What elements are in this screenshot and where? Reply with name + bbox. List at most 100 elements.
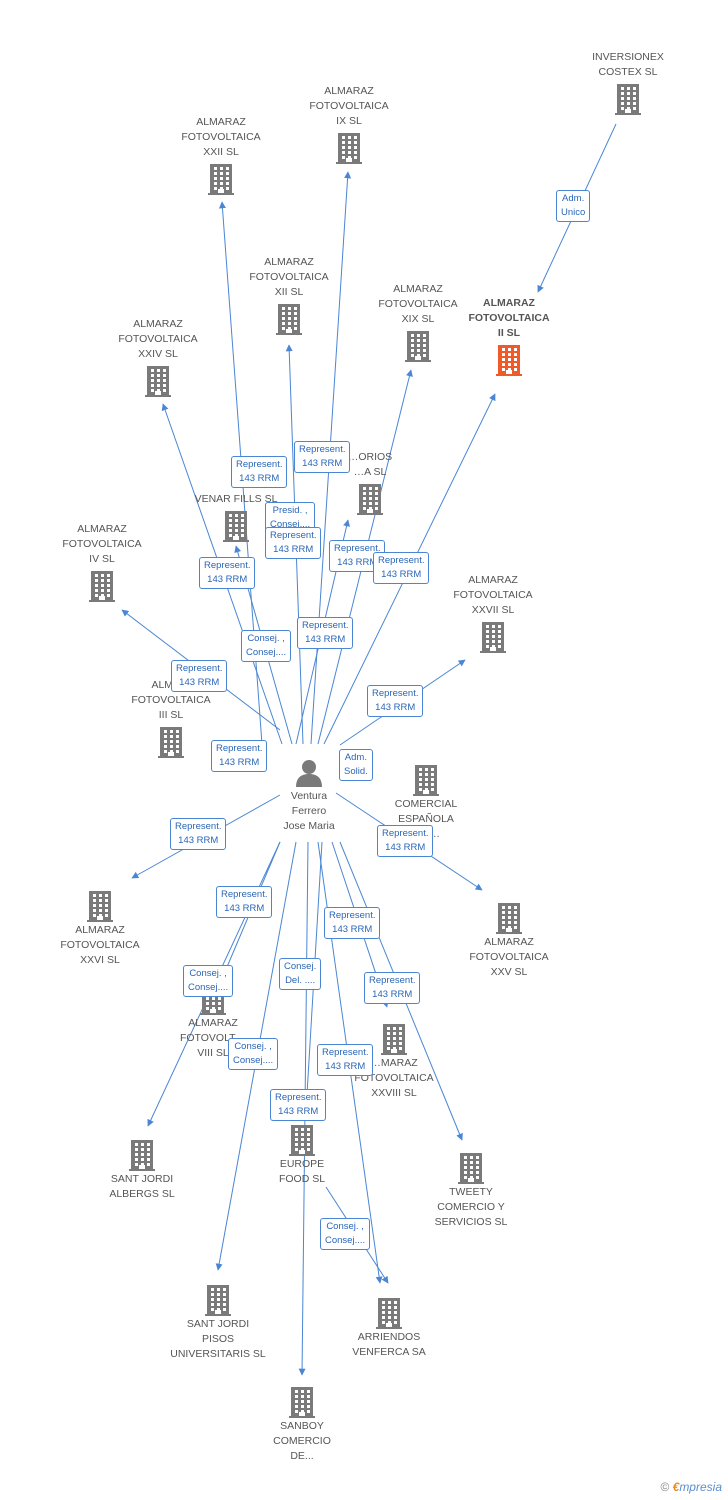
edge-label-l-rep-europe[interactable]: Represent. 143 RRM <box>270 1089 327 1121</box>
company-node-fv-xxv[interactable]: ALMARAZ FOTOVOLTAICA XXV SL <box>449 899 569 980</box>
company-node-territorios[interactable]: …ORIOS …A SL <box>310 450 430 516</box>
building-icon-wrap <box>329 1296 449 1330</box>
edge-label-l-rep-iii[interactable]: Represent. 143 RRM <box>211 740 268 772</box>
edge-label-l-adm-solid[interactable]: Adm. Solid. <box>339 749 373 781</box>
company-label: ALMARAZ FOTOVOLTAICA XXVII SL <box>453 574 533 616</box>
edge-label-l-consej-arriendos[interactable]: Consej. , Consej.... <box>320 1218 371 1250</box>
building-icon <box>376 1298 402 1329</box>
company-node-inversionex[interactable]: INVERSIONEX COSTEX SL <box>568 50 688 116</box>
building-icon-wrap <box>158 1283 278 1317</box>
company-node-fv-xix[interactable]: ALMARAZ FOTOVOLTAICA XIX SL <box>358 282 478 363</box>
edge-label-l-rep-iv[interactable]: Represent. 143 RRM <box>171 660 228 692</box>
building-icon-wrap <box>449 343 569 377</box>
company-label: INVERSIONEX COSTEX SL <box>592 51 664 78</box>
company-node-europe-food[interactable]: EUROPE FOOD SL <box>242 1121 362 1187</box>
building-icon <box>405 331 431 362</box>
person-node[interactable]: Ventura Ferrero Jose Maria <box>264 757 354 834</box>
building-icon-wrap <box>98 364 218 398</box>
building-icon-wrap <box>111 725 231 759</box>
building-icon <box>129 1140 155 1171</box>
company-node-venar[interactable]: VENAR FILLS SL <box>176 492 296 543</box>
company-label: ALMARAZ FOTOVOLTAICA XIX SL <box>378 283 458 325</box>
company-label: ALMARAZ FOTOVOLTAICA XII SL <box>249 256 329 298</box>
company-label: ALMARAZ FOTOVOLTAICA XXV SL <box>469 936 549 978</box>
edge-label-l-consej-albergs[interactable]: Consej. , Consej.... <box>183 965 234 997</box>
building-icon <box>357 484 383 515</box>
company-node-fv-iv[interactable]: ALMARAZ FOTOVOLTAICA IV SL <box>42 522 162 603</box>
company-node-fv-xxvi[interactable]: ALMARAZ FOTOVOLTAICA XXVI SL <box>40 887 160 968</box>
logo-text: mpresia <box>679 1480 722 1494</box>
company-label: SANT JORDI ALBERGS SL <box>109 1173 175 1200</box>
building-icon <box>413 765 439 796</box>
building-icon-wrap <box>449 901 569 935</box>
building-icon <box>205 1285 231 1316</box>
empresia-logo[interactable]: © €mpresia <box>660 1480 722 1494</box>
copyright-symbol: © <box>660 1480 670 1494</box>
company-label: ALMARAZ FOTOVOLTAICA IX SL <box>309 85 389 127</box>
building-icon-wrap <box>229 302 349 336</box>
building-icon-wrap <box>40 889 160 923</box>
building-icon-wrap <box>161 162 281 196</box>
building-icon <box>223 511 249 542</box>
company-node-sanboy[interactable]: SANBOY COMERCIO DE... <box>242 1383 362 1464</box>
building-icon-wrap <box>310 482 430 516</box>
edge-label-l-rep-xxviii-a[interactable]: Represent. 143 RRM <box>324 907 381 939</box>
building-icon <box>289 1125 315 1156</box>
building-icon <box>496 345 522 376</box>
person-name: Ventura Ferrero Jose Maria <box>283 790 335 832</box>
company-label: …MARAZ FOTOVOLTAICA XXVIII SL <box>354 1057 434 1099</box>
edge-label-l-consej-del[interactable]: Consej. Del. .... <box>279 958 322 990</box>
company-node-sant-jordi-pisos[interactable]: SANT JORDI PISOS UNIVERSITARIS SL <box>158 1281 278 1362</box>
building-icon-wrap <box>242 1385 362 1419</box>
building-icon-wrap <box>358 329 478 363</box>
company-node-fv-xii[interactable]: ALMARAZ FOTOVOLTAICA XII SL <box>229 255 349 336</box>
building-icon <box>89 571 115 602</box>
company-node-tweety[interactable]: TWEETY COMERCIO Y SERVICIOS SL <box>411 1149 531 1230</box>
person-icon <box>296 760 322 787</box>
building-icon <box>208 164 234 195</box>
edge-label-l-rep-xxii[interactable]: Represent. 143 RRM <box>231 456 288 488</box>
company-node-fv-xxii[interactable]: ALMARAZ FOTOVOLTAICA XXII SL <box>161 115 281 196</box>
edge-label-l-rep-xxiv[interactable]: Represent. 143 RRM <box>199 557 256 589</box>
edge-label-l-rep-xxvi[interactable]: Represent. 143 RRM <box>170 818 227 850</box>
building-icon <box>615 84 641 115</box>
company-label: SANT JORDI PISOS UNIVERSITARIS SL <box>170 1318 266 1360</box>
company-node-fv-ii[interactable]: ALMARAZ FOTOVOLTAICA II SL <box>449 296 569 377</box>
edge-label-l-rep-arriendos[interactable]: Represent. 143 RRM <box>317 1044 374 1076</box>
edge-label-l-rep-terr[interactable]: Represent. 143 RRM <box>297 617 354 649</box>
edge-label-l-rep-ix[interactable]: Represent. 143 RRM <box>294 441 351 473</box>
company-label: ALMARAZ FOTOVOLTAICA XXII SL <box>181 116 261 158</box>
building-icon-wrap <box>366 763 486 797</box>
building-icon-wrap <box>568 82 688 116</box>
building-icon-wrap <box>242 1123 362 1157</box>
company-label: TWEETY COMERCIO Y SERVICIOS SL <box>434 1186 508 1228</box>
building-icon <box>458 1153 484 1184</box>
building-icon-wrap <box>411 1151 531 1185</box>
company-node-arriendos[interactable]: ARRIENDOS VENFERCA SA <box>329 1294 449 1360</box>
building-icon-wrap <box>176 509 296 543</box>
company-node-fv-xxviii[interactable]: …MARAZ FOTOVOLTAICA XXVIII SL <box>334 1020 454 1101</box>
company-node-fv-ix[interactable]: ALMARAZ FOTOVOLTAICA IX SL <box>289 84 409 165</box>
company-node-fv-xxvii[interactable]: ALMARAZ FOTOVOLTAICA XXVII SL <box>433 573 553 654</box>
edge-label-l-rep-xii[interactable]: Represent. 143 RRM <box>265 527 322 559</box>
building-icon <box>158 727 184 758</box>
company-label: ALMARAZ FOTOVOLTAICA XXVI SL <box>60 924 140 966</box>
edge-label-l-adm-unico[interactable]: Adm. Unico <box>556 190 591 222</box>
edge-label-l-consej-venar[interactable]: Consej. , Consej.... <box>241 630 292 662</box>
building-icon-wrap <box>433 620 553 654</box>
edge-label-l-rep-ii[interactable]: Represent. 143 RRM <box>373 552 430 584</box>
building-icon-wrap <box>334 1022 454 1056</box>
edge-label-l-rep-viii[interactable]: Represent. 143 RRM <box>216 886 273 918</box>
edge-label-l-rep-xxvii[interactable]: Represent. 143 RRM <box>367 685 424 717</box>
company-label: …ORIOS …A SL <box>347 451 393 478</box>
company-label: ALMARAZ FOTOVOLTAICA XXIV SL <box>118 318 198 360</box>
company-node-sant-jordi-albergs[interactable]: SANT JORDI ALBERGS SL <box>82 1136 202 1202</box>
building-icon <box>496 903 522 934</box>
edge-label-l-consej-pisos[interactable]: Consej. , Consej.... <box>228 1038 279 1070</box>
company-node-fv-xxiv[interactable]: ALMARAZ FOTOVOLTAICA XXIV SL <box>98 317 218 398</box>
edge-label-l-rep-tweety[interactable]: Represent. 143 RRM <box>364 972 421 1004</box>
building-icon-wrap <box>82 1138 202 1172</box>
company-label: EUROPE FOOD SL <box>278 1158 326 1185</box>
edge-label-l-rep-xxv[interactable]: Represent. 143 RRM <box>377 825 434 857</box>
